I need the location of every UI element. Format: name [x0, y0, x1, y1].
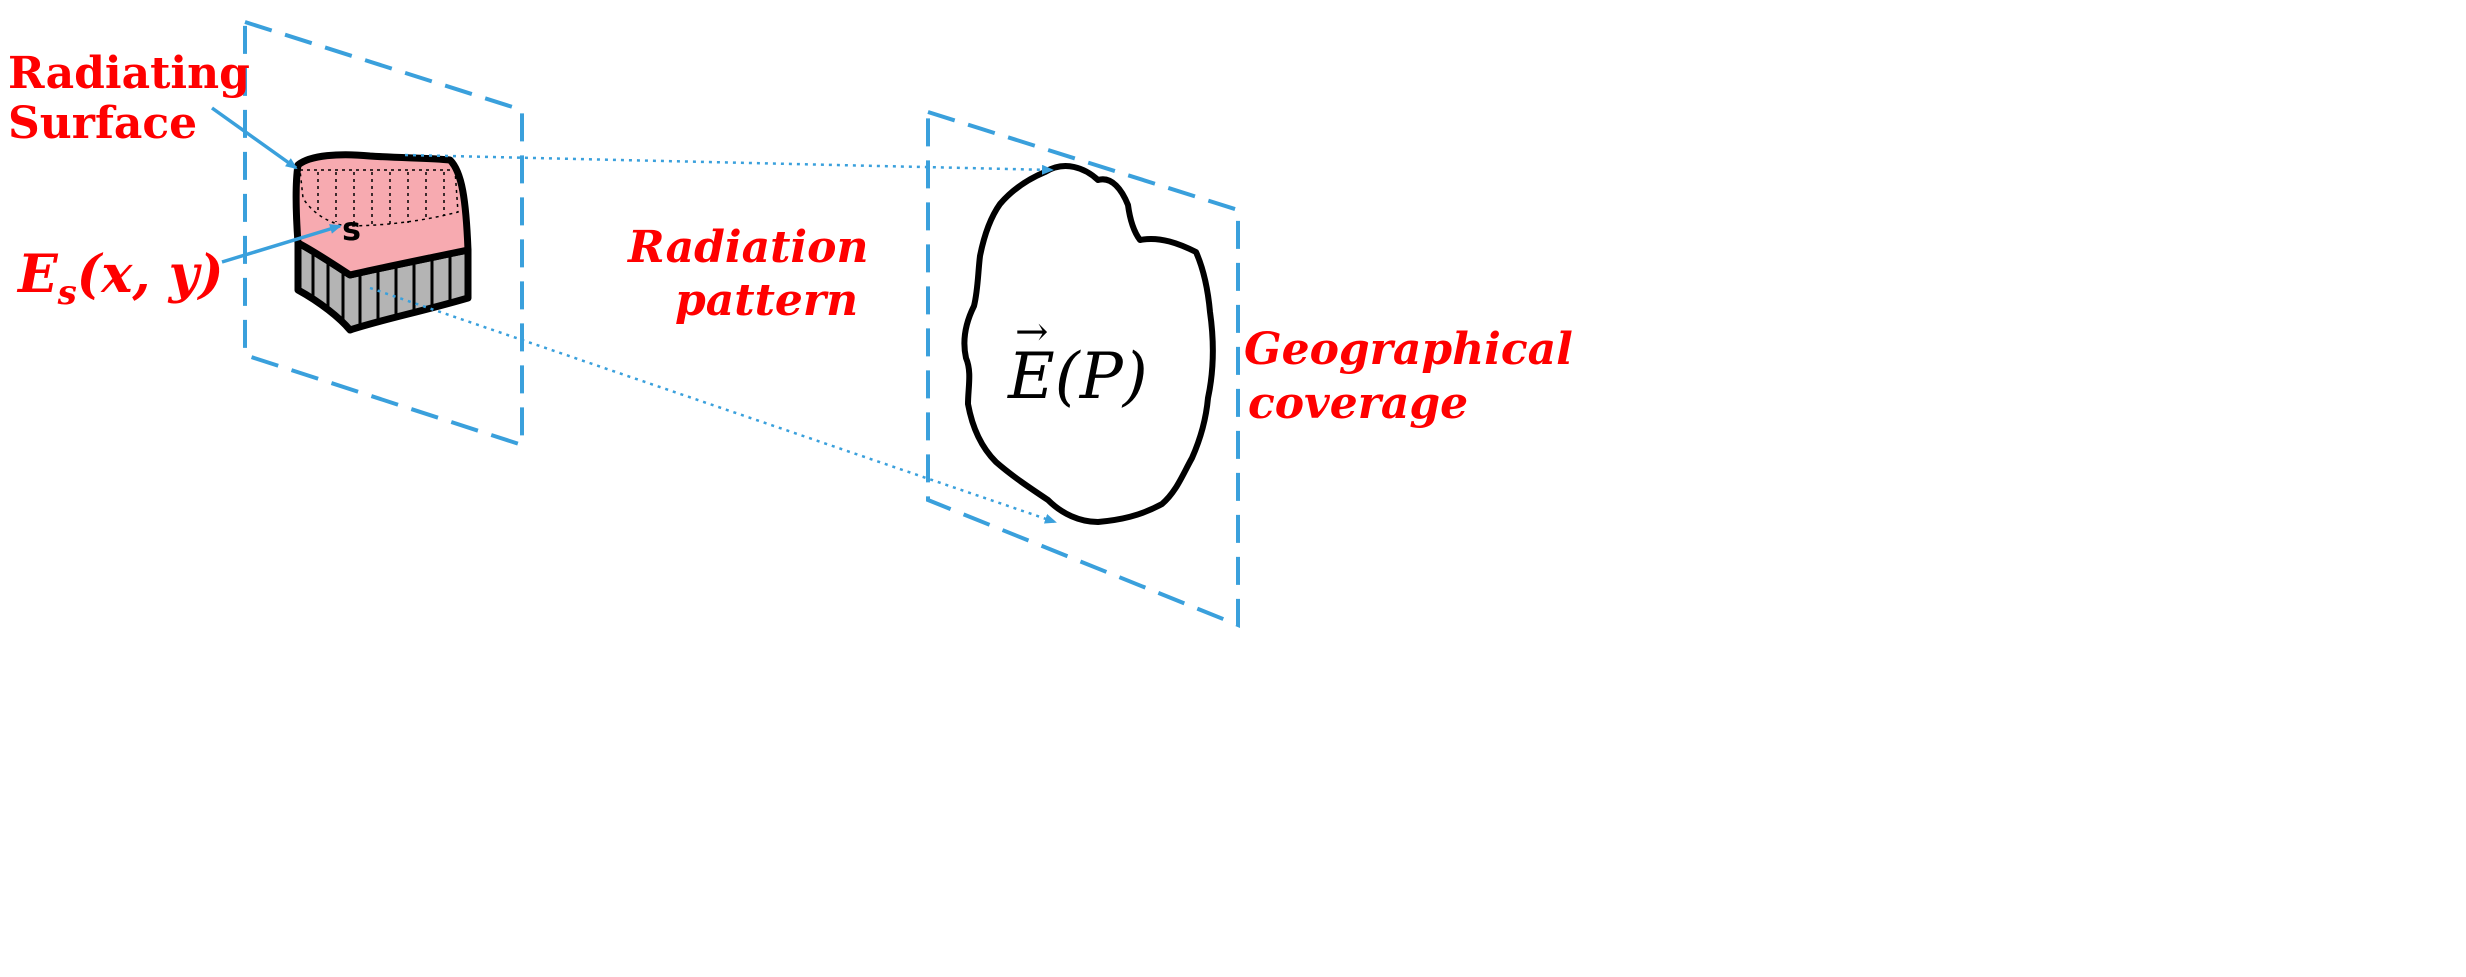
source-field-args: (x, y): [77, 244, 224, 305]
geographical-coverage-label-line2: coverage: [1248, 378, 1468, 429]
radiation-ray-bottom: [369, 286, 1057, 524]
source-field-pointer: [221, 224, 342, 264]
radiating-surface-label-line1: Radiating: [8, 48, 250, 99]
coverage-area-outline: [961, 163, 1216, 525]
surface-symbol: s: [342, 210, 361, 248]
radiating-surface-label-line2: Surface: [8, 98, 197, 149]
radiation-ray-top: [404, 153, 1054, 175]
aperture-plane-frame: [243, 19, 524, 448]
radiation-pattern-label-line1: Radiation: [626, 222, 868, 273]
coverage-field-label: E(P): [1007, 340, 1148, 414]
source-field-subscript: s: [57, 273, 77, 313]
radiation-pattern-label-line2: pattern: [675, 275, 858, 326]
source-field-label: Es(x, y): [16, 244, 223, 313]
radiating-surface-top: [292, 151, 472, 279]
coverage-plane-frame: [926, 109, 1240, 628]
radiating-surface-pointer: [210, 106, 298, 170]
source-field-symbol: E: [16, 244, 59, 305]
coverage-field-arrow: →: [1015, 309, 1049, 355]
geographical-coverage-label-line1: Geographical: [1244, 324, 1573, 375]
